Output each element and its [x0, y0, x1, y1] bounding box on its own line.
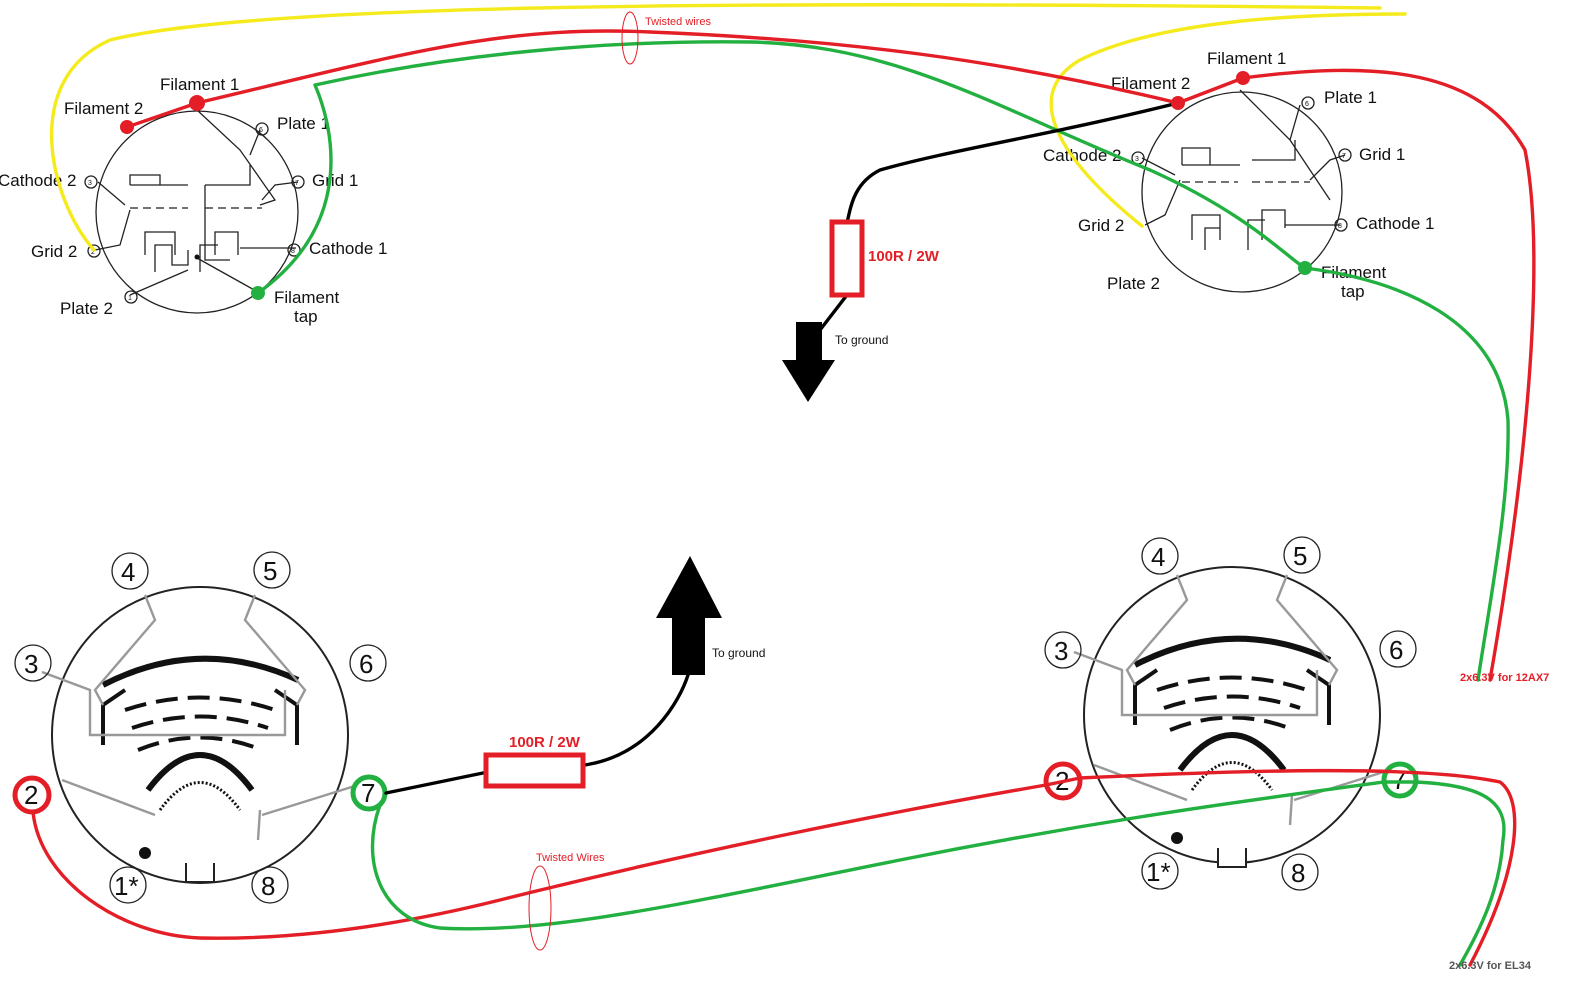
tube-internals — [41, 594, 359, 841]
tube-internals — [1141, 89, 1346, 250]
label-cathode-2: Cathode 2 — [1043, 146, 1121, 165]
pin-8: 8 — [1291, 858, 1305, 888]
label-plate-1: Plate 1 — [1324, 88, 1377, 107]
svg-text:3: 3 — [1135, 156, 1139, 163]
label-plate-1: Plate 1 — [277, 114, 330, 133]
pin-1: 1* — [1146, 857, 1171, 887]
svg-text:3: 3 — [88, 180, 92, 187]
label-plate-2: Plate 2 — [1107, 274, 1160, 293]
pin-3: 3 — [1054, 636, 1068, 666]
label-filament-2: Filament 2 — [1111, 74, 1190, 93]
wire-yellow-grid-right — [1049, 12, 1407, 228]
pin-7: 7 — [1392, 765, 1406, 795]
ground-arrow-up-icon — [656, 556, 722, 675]
resistor-bottom-label: 100R / 2W — [509, 734, 581, 751]
filament-tap-dot-left — [251, 286, 265, 300]
svg-text:7: 7 — [1342, 153, 1346, 160]
pin-circles: 6 7 8 3 — [1131, 96, 1352, 232]
label-grid-2: Grid 2 — [31, 242, 77, 261]
wire-green-tap-top — [256, 40, 1510, 682]
label-filament-tap-1: Filament — [1321, 263, 1386, 282]
wire-black-ground-top — [818, 101, 1180, 332]
wire-red-el34 — [31, 768, 1517, 967]
wire-black-ground-bottom — [384, 673, 690, 795]
tube-el34-left: 4 5 3 6 2 7 1* 8 — [12, 551, 388, 904]
pin-circles: 6 7 8 3 2 1 — [84, 122, 305, 304]
tube-key — [1217, 844, 1247, 868]
pin-2: 2 — [24, 780, 38, 810]
ground-arrow-down-icon — [782, 322, 835, 402]
filament-tap-dot-right — [1298, 261, 1312, 275]
label-grid-2: Grid 2 — [1078, 216, 1124, 235]
label-grid-1: Grid 1 — [312, 171, 358, 190]
label-filament-tap-2: tap — [1341, 282, 1365, 301]
pin-6: 6 — [359, 649, 373, 679]
filament-1-dot-left — [189, 95, 205, 111]
label-filament-2: Filament 2 — [64, 99, 143, 118]
svg-text:1: 1 — [128, 295, 132, 302]
resistor-top-label: 100R / 2W — [868, 248, 940, 265]
supply-12ax7-label: 2x6.3V for 12AX7 — [1460, 672, 1549, 684]
svg-text:6: 6 — [259, 127, 263, 134]
ground-label-top: To ground — [835, 333, 888, 347]
resistor-bottom — [483, 752, 586, 789]
pin-7: 7 — [361, 778, 375, 808]
label-plate-2: Plate 2 — [60, 299, 113, 318]
supply-el34-label: 2x6.3V for EL34 — [1449, 960, 1532, 972]
label-cathode-1: Cathode 1 — [1356, 214, 1434, 233]
label-grid-1: Grid 1 — [1359, 145, 1405, 164]
tube-internals — [94, 109, 299, 296]
svg-text:8: 8 — [291, 248, 295, 255]
label-filament-tap-2: tap — [294, 307, 318, 326]
pin-6: 6 — [1389, 635, 1403, 665]
tube-el34-right: 4 5 3 6 2 7 1* 8 — [1043, 536, 1419, 891]
twisted-label-top: Twisted wires — [645, 16, 712, 28]
label-filament-tap-1: Filament — [274, 288, 339, 307]
pin-labels: 4 5 3 6 2 7 1* 8 — [1043, 536, 1419, 891]
label-filament-1: Filament 1 — [1207, 49, 1286, 68]
filament-2-dot-left — [120, 120, 134, 134]
wires — [31, 3, 1536, 967]
filament-1-dot-right — [1236, 71, 1250, 85]
label-cathode-2: Cathode 2 — [0, 171, 76, 190]
twisted-marker-bottom — [528, 865, 552, 951]
wire-green-el34 — [370, 780, 1506, 967]
pin-labels: 4 5 3 6 2 7 1* 8 — [12, 551, 388, 904]
pin-1: 1* — [114, 871, 139, 901]
pin-5: 5 — [263, 556, 277, 586]
tube-outline — [1141, 91, 1343, 293]
filament-2-dot-right — [1171, 96, 1185, 110]
pin-8: 8 — [261, 871, 275, 901]
label-filament-1: Filament 1 — [160, 75, 239, 94]
tube-internals — [1073, 574, 1391, 826]
label-cathode-1: Cathode 1 — [309, 239, 387, 258]
pin-4: 4 — [1151, 542, 1165, 572]
svg-text:6: 6 — [1305, 101, 1309, 108]
twisted-label-bottom: Twisted Wires — [536, 852, 605, 864]
tube-outline — [95, 110, 299, 314]
pin-4: 4 — [121, 557, 135, 587]
tube-12ax7-left: 6 7 8 3 2 1 Filament 1 Filament 2 Plate … — [0, 75, 387, 326]
ground-label-bottom: To ground — [712, 646, 765, 660]
twisted-marker-top — [621, 11, 639, 65]
tube-key — [185, 859, 215, 883]
pin-5: 5 — [1293, 541, 1307, 571]
svg-text:7: 7 — [295, 180, 299, 187]
wire-red-filament-top — [125, 29, 1536, 682]
wire-yellow-grid — [49, 3, 1382, 252]
resistor-top — [829, 219, 865, 298]
pin-3: 3 — [24, 649, 38, 679]
tube-12ax7-right: 6 7 8 3 Filament 1 Filament 2 Plate 1 Gr… — [1043, 49, 1434, 301]
svg-text:8: 8 — [1338, 223, 1342, 230]
svg-text:2: 2 — [91, 249, 95, 256]
